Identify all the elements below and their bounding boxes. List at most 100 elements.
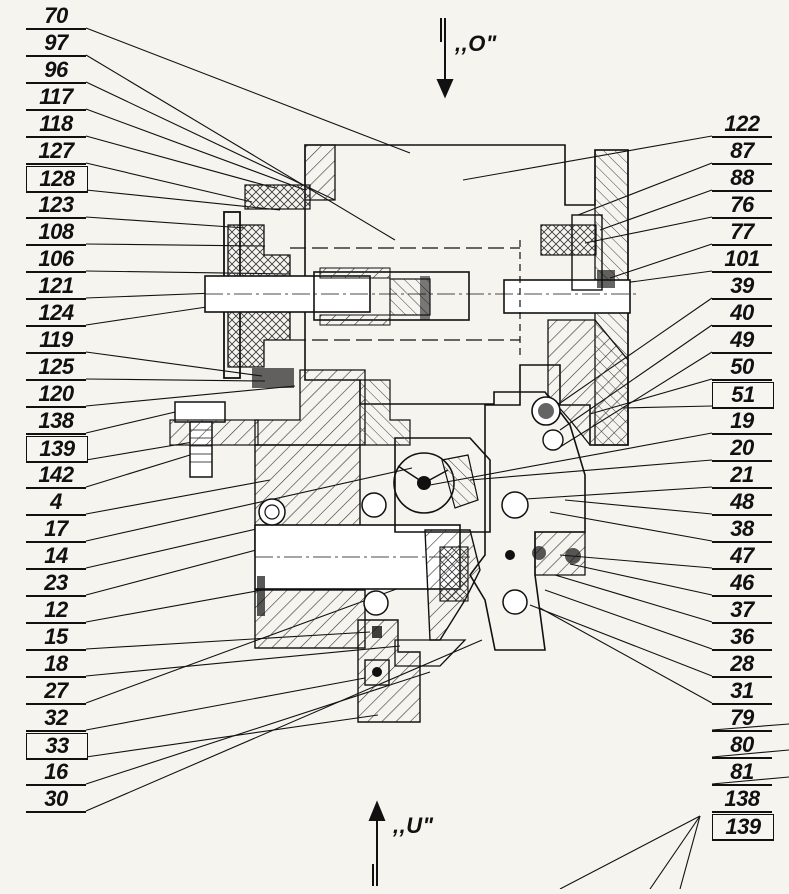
part-label-left-09: 108 xyxy=(26,220,86,246)
part-label-right-04: 76 xyxy=(712,193,772,219)
part-label-right-13: 20 xyxy=(712,436,772,462)
part-label-left-20: 17 xyxy=(26,517,86,543)
part-label-left-07: 128 xyxy=(26,166,88,193)
part-label-left-25: 18 xyxy=(26,652,86,678)
view-u-label: ,,U" xyxy=(393,813,434,838)
part-label-left-08: 123 xyxy=(26,193,86,219)
part-label-left-21: 14 xyxy=(26,544,86,570)
part-label-left-29: 16 xyxy=(26,760,86,786)
part-label-right-21: 28 xyxy=(712,652,772,678)
part-label-left-03: 96 xyxy=(26,58,86,84)
part-label-right-20: 36 xyxy=(712,625,772,651)
part-label-left-24: 15 xyxy=(26,625,86,651)
leader-38 xyxy=(549,511,713,542)
leader-32 xyxy=(85,677,366,731)
leader-117 xyxy=(85,108,306,191)
leader-70 xyxy=(85,27,411,154)
part-label-left-02: 97 xyxy=(26,31,86,57)
leader-79 xyxy=(711,723,789,731)
part-label-left-26: 27 xyxy=(26,679,86,705)
part-label-left-05: 118 xyxy=(26,112,86,138)
part-label-right-07: 39 xyxy=(712,274,772,300)
leader-14 xyxy=(85,526,266,569)
leader-122 xyxy=(462,135,713,181)
leader-23 xyxy=(85,544,276,596)
leader-80 xyxy=(711,749,789,758)
part-label-left-15: 120 xyxy=(26,382,86,408)
leader-121 xyxy=(85,292,216,299)
leader-4 xyxy=(85,479,271,515)
part-label-left-06: 127 xyxy=(26,139,86,165)
coupling xyxy=(313,271,470,321)
leader-46 xyxy=(569,563,713,596)
part-label-right-27: 139 xyxy=(712,814,774,841)
leader-37 xyxy=(554,574,713,623)
part-label-left-17: 139 xyxy=(26,436,88,463)
part-label-right-15: 48 xyxy=(712,490,772,516)
part-label-right-01: 122 xyxy=(712,112,772,138)
part-label-left-23: 12 xyxy=(26,598,86,624)
leader-138-right-a xyxy=(559,815,701,890)
view-o-label: ,,O" xyxy=(455,31,497,56)
leader-138-right-c xyxy=(679,815,701,890)
part-label-left-16: 138 xyxy=(26,409,86,435)
main-housing xyxy=(254,144,629,446)
leader-81 xyxy=(711,776,789,785)
part-label-right-23: 79 xyxy=(712,706,772,732)
part-label-right-03: 88 xyxy=(712,166,772,192)
mounting-bolt-left xyxy=(169,401,259,478)
view-arrows xyxy=(368,18,454,886)
leader-19 xyxy=(429,432,713,486)
part-label-right-19: 37 xyxy=(712,598,772,624)
part-label-right-12: 19 xyxy=(712,409,772,435)
part-label-left-12: 124 xyxy=(26,301,86,327)
part-label-left-14: 125 xyxy=(26,355,86,381)
leader-96 xyxy=(85,81,336,201)
part-label-right-17: 47 xyxy=(712,544,772,570)
lower-gear-assembly xyxy=(254,379,586,723)
leader-97 xyxy=(85,54,396,241)
leader-127 xyxy=(85,162,253,203)
part-label-right-08: 40 xyxy=(712,301,772,327)
part-label-right-09: 49 xyxy=(712,328,772,354)
part-label-left-11: 121 xyxy=(26,274,86,300)
part-label-left-01: 70 xyxy=(26,4,86,30)
part-label-right-02: 87 xyxy=(712,139,772,165)
leader-28 xyxy=(529,604,713,677)
leader-48 xyxy=(564,499,713,515)
leader-118 xyxy=(85,135,276,189)
leader-18 xyxy=(85,645,401,677)
leader-142 xyxy=(85,454,191,488)
input-shaft-assembly xyxy=(204,184,640,388)
leader-119 xyxy=(85,351,263,377)
leader-20 xyxy=(469,459,713,481)
part-label-right-25: 81 xyxy=(712,760,772,786)
leader-120 xyxy=(85,385,296,407)
part-label-right-18: 46 xyxy=(712,571,772,597)
part-label-right-06: 101 xyxy=(712,247,772,273)
part-label-left-10: 106 xyxy=(26,247,86,273)
part-label-left-18: 142 xyxy=(26,463,86,489)
leader-36 xyxy=(544,589,713,650)
part-label-left-13: 119 xyxy=(26,328,86,354)
part-label-left-22: 23 xyxy=(26,571,86,597)
part-label-right-11: 51 xyxy=(712,382,774,409)
leader-123 xyxy=(85,216,246,229)
part-label-right-16: 38 xyxy=(712,517,772,543)
leader-138-right-b xyxy=(649,815,701,890)
part-label-right-22: 31 xyxy=(712,679,772,705)
leader-12 xyxy=(85,589,263,623)
leader-21 xyxy=(509,486,713,501)
part-label-right-14: 21 xyxy=(712,463,772,489)
part-label-right-10: 50 xyxy=(712,355,772,381)
leader-31 xyxy=(539,607,713,704)
leader-125 xyxy=(85,378,266,382)
part-label-right-05: 77 xyxy=(712,220,772,246)
part-label-left-04: 117 xyxy=(26,85,86,111)
leader-51 xyxy=(622,405,713,409)
part-label-left-30: 30 xyxy=(26,787,86,813)
part-label-right-26: 138 xyxy=(712,787,772,813)
part-label-right-24: 80 xyxy=(712,733,772,759)
